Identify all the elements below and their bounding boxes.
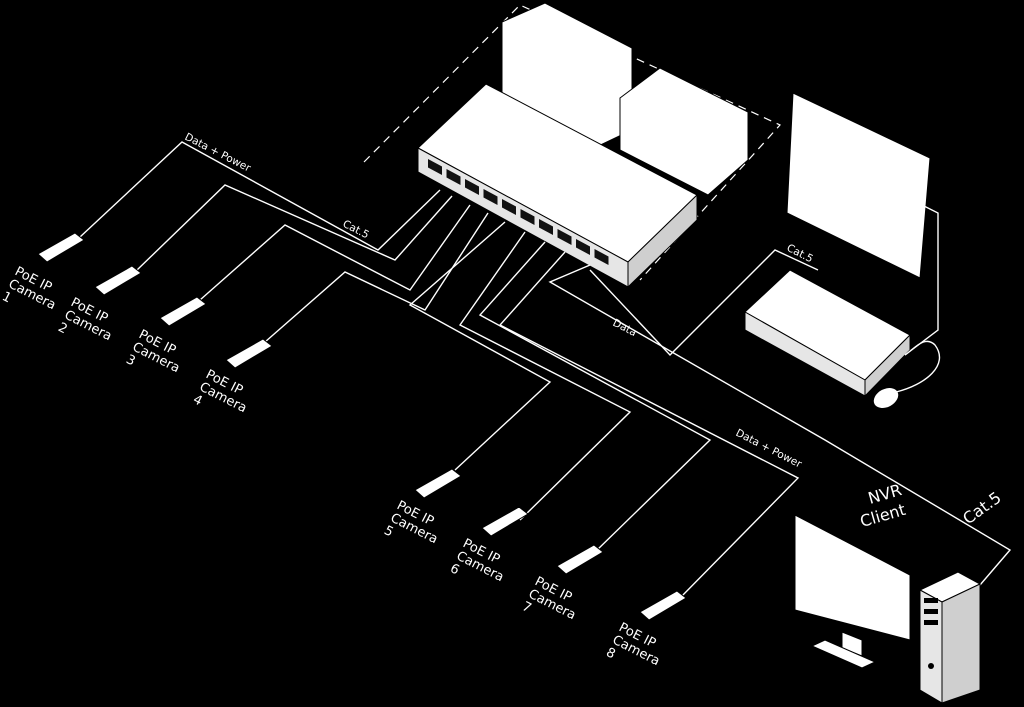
camera-3 xyxy=(159,296,207,327)
camera-8-label: PoE IPCamera8 xyxy=(603,620,668,681)
camera-1 xyxy=(37,232,85,263)
svg-text:PoE IPCamera3: PoE IPCamera3 xyxy=(123,327,188,388)
cat5-client-label: Cat.5 xyxy=(959,488,1005,528)
client-monitor xyxy=(794,514,911,669)
camera-7-label: PoE IPCamera7 xyxy=(519,574,584,635)
data-power-top-label: Data + Power xyxy=(183,131,253,175)
switch-port xyxy=(446,169,461,185)
data-power-bottom-label: Data + Power xyxy=(734,427,804,471)
svg-text:PoE IPCamera4: PoE IPCamera4 xyxy=(190,367,255,428)
switch-port xyxy=(465,179,479,195)
svg-text:PoE IPCamera2: PoE IPCamera2 xyxy=(55,295,120,356)
camera-1-label: PoE IPCamera1 xyxy=(0,264,64,325)
cable-bundle xyxy=(79,141,1012,599)
svg-text:PoE IPCamera8: PoE IPCamera8 xyxy=(603,620,668,681)
svg-text:PoE IPCamera7: PoE IPCamera7 xyxy=(519,574,584,635)
switch-port xyxy=(557,229,572,245)
svg-text:PoE IPCamera5: PoE IPCamera5 xyxy=(381,498,446,559)
poe-switch xyxy=(417,83,698,289)
switch-enclosure-dashed xyxy=(363,4,781,281)
switch-port xyxy=(539,219,553,235)
rear-box-right xyxy=(619,67,749,196)
switch-port xyxy=(576,239,590,255)
switch-port xyxy=(428,159,442,175)
svg-text:PoE IPCamera1: PoE IPCamera1 xyxy=(0,264,64,325)
nvr-client-label: NVR Client xyxy=(852,479,914,531)
camera-6-label: PoE IPCamera6 xyxy=(447,536,512,597)
camera-4-label: PoE IPCamera4 xyxy=(190,367,255,428)
switch-port xyxy=(502,199,516,215)
camera-2 xyxy=(94,265,142,296)
camera-2-label: PoE IPCamera2 xyxy=(55,295,120,356)
camera-4 xyxy=(225,338,273,369)
mouse-icon xyxy=(873,340,941,409)
camera-8 xyxy=(639,590,687,621)
switch-port xyxy=(594,249,609,265)
client-tower xyxy=(918,571,982,704)
nvr-unit xyxy=(744,269,911,398)
camera-5 xyxy=(414,468,462,499)
nvr-client-label-line2: Client xyxy=(858,500,908,531)
camera-5-label: PoE IPCamera5 xyxy=(381,498,446,559)
data-label: Data xyxy=(611,317,639,339)
switch-ports xyxy=(428,159,609,265)
camera-7 xyxy=(556,544,604,575)
camera-6 xyxy=(481,506,529,537)
camera-3-label: PoE IPCamera3 xyxy=(123,327,188,388)
switch-port xyxy=(483,189,498,205)
switch-port xyxy=(520,209,535,225)
svg-text:PoE IPCamera6: PoE IPCamera6 xyxy=(447,536,512,597)
